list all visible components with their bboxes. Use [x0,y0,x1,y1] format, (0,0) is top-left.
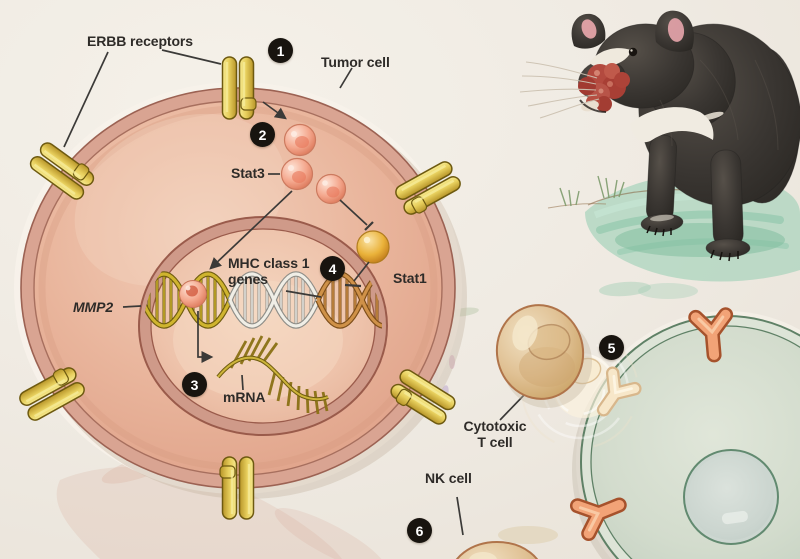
tumor-cell-label: Tumor cell [321,54,390,70]
transcription-elbow-arrow [197,311,214,363]
mmp2-pointer [122,305,142,308]
receptor-activation-arrow [262,101,287,120]
stat3-on-dna-sphere [179,280,207,308]
tasmanian-devil-illustration [519,10,800,282]
step-badge-5: 5 [599,335,624,360]
stat3-spheres [280,123,347,205]
erbb-receptors-label: ERBB receptors [87,33,193,49]
erbb-receptor-top-icon [221,55,258,121]
mrna-pointer [241,374,244,391]
devil-eye [628,47,638,57]
stat1-label: Stat1 [393,270,427,286]
healthy-green-cell [572,311,800,559]
whiskers [519,61,600,119]
cytotoxic-t-cell-pointer [499,392,527,421]
mhc-genes-pointer [285,290,322,298]
ctl-label-line2: T cell [477,434,513,450]
inhibition-bar-1 [364,221,374,231]
erbb-pointer-top [161,49,222,65]
nk-cell-pointer [456,496,464,536]
dna-white-segment [227,271,321,329]
ground-line [587,189,689,206]
devil-jaw [581,100,599,112]
inhibition-bar-2 [344,283,362,288]
erbb-pointer-left [63,51,109,148]
erbb-receptor-bottom-icon [218,455,255,521]
devil-ears [571,10,694,52]
front-claws [646,225,672,237]
mhc-label-line1: MHC class 1 [228,255,310,271]
step-badge-1: 1 [268,38,293,63]
hind-claws [710,249,739,262]
stat3-label: Stat3 [231,165,265,181]
mmp2-label: MMP2 [73,299,114,315]
stat1-blocked-line [353,261,370,282]
cytotoxic-t-cell [495,304,592,408]
annotation-lines [63,49,527,536]
nk-cell-label: NK cell [425,470,472,486]
step-badge-6: 6 [407,518,432,543]
mhc-class1-genes-label: MHC class 1 genes [228,255,309,287]
mrna-label: mRNA [223,389,266,405]
green-cell-nucleus [683,449,779,545]
nk-cell [455,541,539,559]
stat3-inhibits-stat1-line [339,199,368,226]
grass-tuft [597,175,625,199]
grass-tuft-small [559,187,580,207]
stat1-sphere [356,230,390,264]
step-badge-3: 3 [182,372,207,397]
white-nose-bridge [590,48,631,67]
white-chest-stripe [630,107,714,143]
step-badge-4: 4 [320,256,345,281]
tumor-cell [14,55,467,521]
cytotoxic-t-cell-label: Cytotoxic T cell [450,418,540,450]
mrna-strand [216,335,329,415]
tumor-cell-pointer [339,67,353,89]
stat3-to-nucleus-arrow [209,190,293,270]
step-badge-2: 2 [250,122,275,147]
mhc-label-line2: genes [228,271,268,287]
facial-tumor [578,63,630,112]
ctl-label-line1: Cytotoxic [463,418,527,434]
